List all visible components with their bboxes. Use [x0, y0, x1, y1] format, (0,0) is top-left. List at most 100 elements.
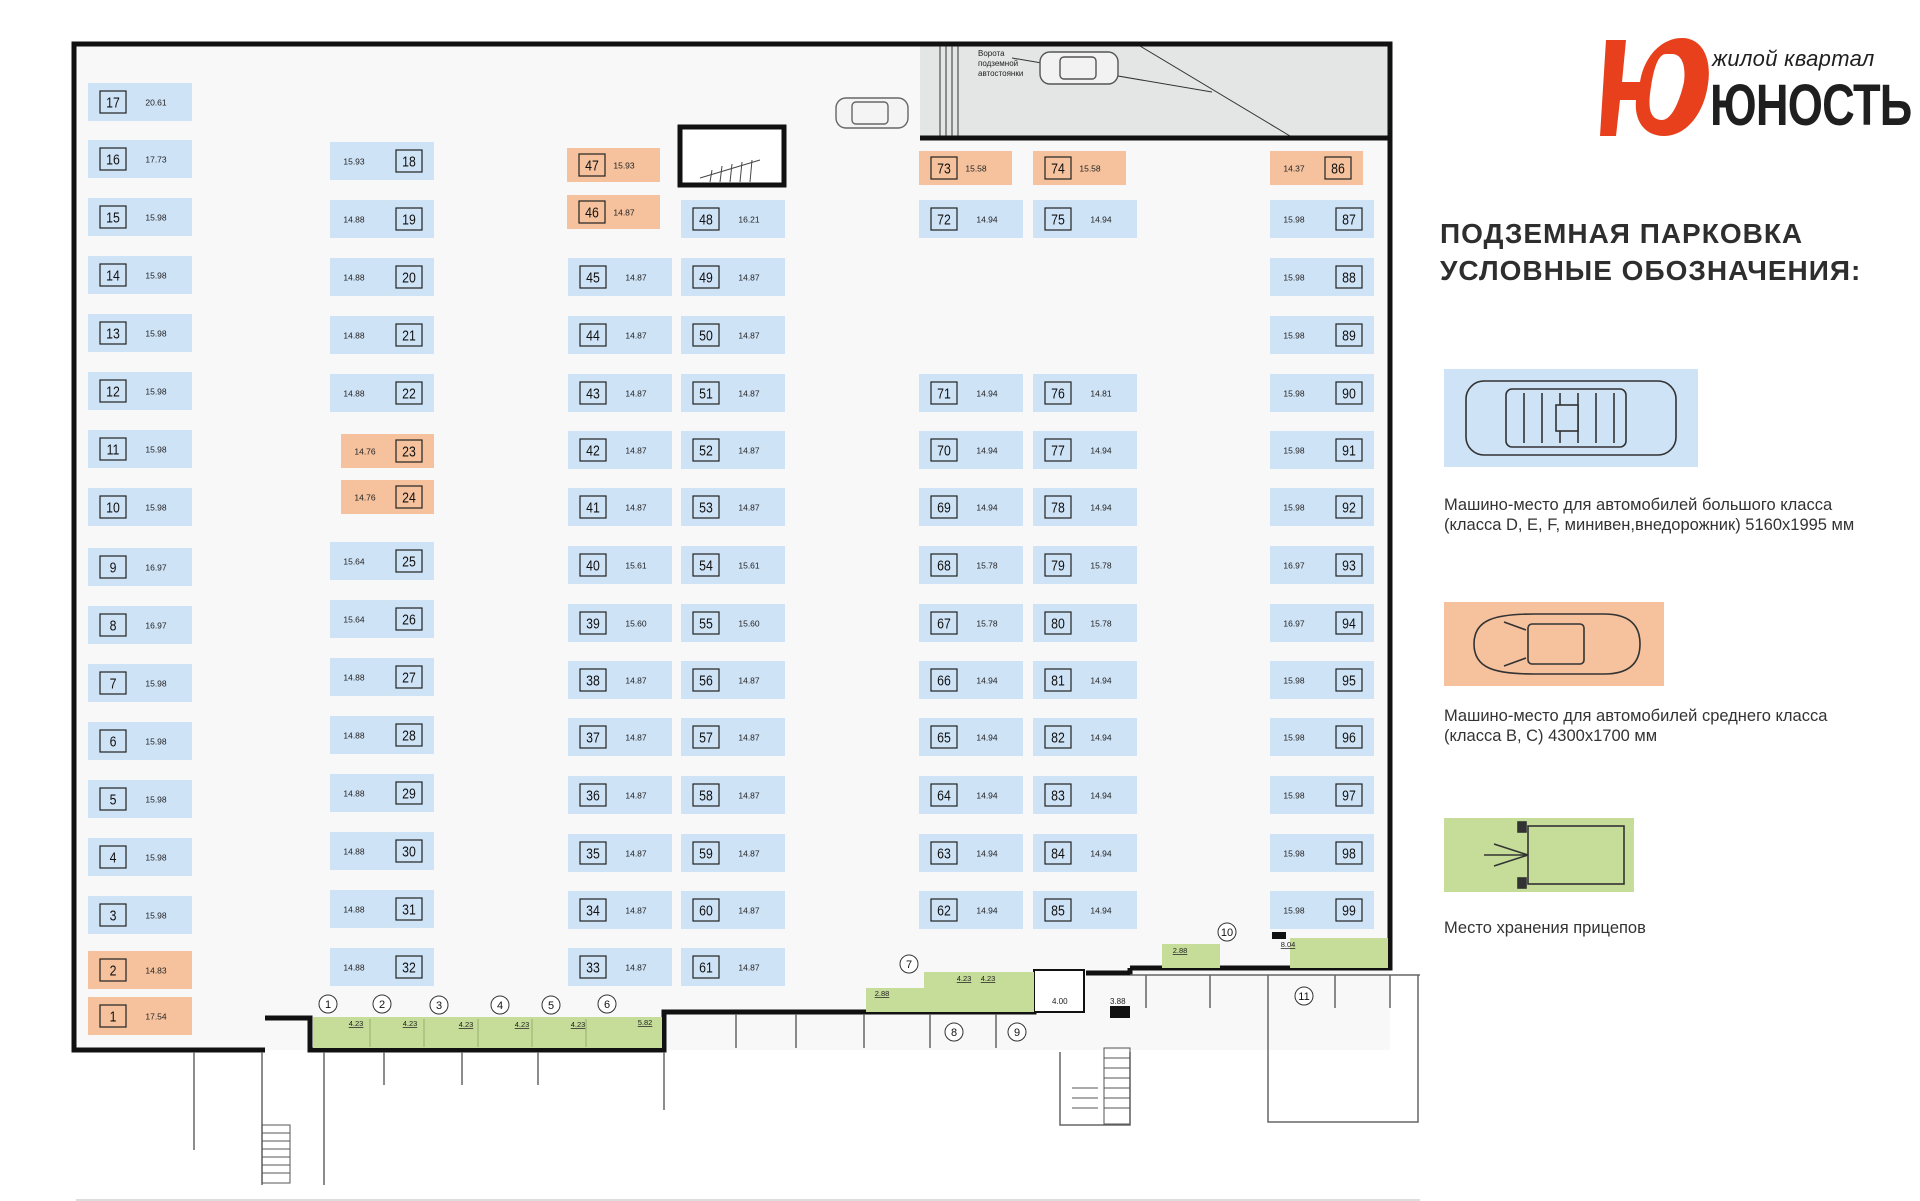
trailer-spot-2[interactable]: 24.23: [372, 994, 417, 1028]
trailer-spot-7[interactable]: 72.88: [875, 954, 919, 998]
trailer-spot-11[interactable]: 118.04: [1281, 940, 1314, 1006]
trailer-spot-5[interactable]: 54.23: [541, 995, 585, 1029]
trailer-spot-6[interactable]: 65.82: [597, 994, 652, 1027]
trailer-spot-1[interactable]: 14.23: [318, 994, 363, 1028]
trailer-spot-10[interactable]: 102.88: [1173, 922, 1237, 955]
trailer-spot-4[interactable]: 44.23: [490, 995, 529, 1029]
trailer-spot-3[interactable]: 34.23: [429, 995, 473, 1029]
trailer-spot-9[interactable]: 94.23: [981, 974, 1027, 1042]
trailer-spot-8[interactable]: 84.23: [944, 974, 971, 1042]
